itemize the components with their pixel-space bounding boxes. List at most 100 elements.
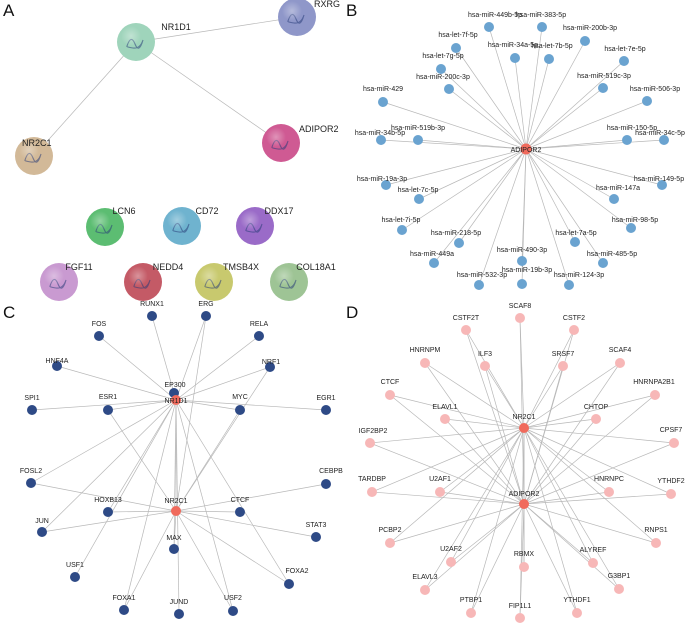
- rbp-node-ythdf2[interactable]: [666, 489, 676, 499]
- mirna-node-hsa-mir-19a-3p[interactable]: [381, 180, 391, 190]
- tf-node-spi1[interactable]: [27, 405, 37, 415]
- mirna-node-hsa-mir-449b-5p[interactable]: [484, 22, 494, 32]
- rbp-node-hnrnpc[interactable]: [604, 487, 614, 497]
- mirna-node-hsa-let-7c-5p[interactable]: [414, 194, 424, 204]
- tf-label-fos: FOS: [92, 321, 107, 328]
- tf-node-ctcf[interactable]: [235, 507, 245, 517]
- mirna-label-hsa-mir-34a-5p: hsa-miR-34a-5p: [488, 42, 538, 49]
- rbp-node-ctcf[interactable]: [385, 390, 395, 400]
- rbp-node-ptbp1[interactable]: [466, 608, 476, 618]
- tf-node-stat3[interactable]: [311, 532, 321, 542]
- hub-label-nr2c1: NR2C1: [165, 498, 188, 505]
- mirna-node-hsa-let-7e-5p[interactable]: [619, 56, 629, 66]
- mirna-node-hsa-mir-98-5p[interactable]: [626, 223, 636, 233]
- tf-node-foxa2[interactable]: [284, 579, 294, 589]
- rbp-node-pcbp2[interactable]: [385, 538, 395, 548]
- tf-node-myc[interactable]: [235, 405, 245, 415]
- rbp-node-cstf2[interactable]: [569, 325, 579, 335]
- mirna-node-hsa-mir-429[interactable]: [378, 97, 388, 107]
- rbp-node-u2af2[interactable]: [446, 557, 456, 567]
- tf-node-fosl2[interactable]: [26, 478, 36, 488]
- mirna-node-hsa-let-7a-5p[interactable]: [570, 237, 580, 247]
- mirna-node-hsa-mir-150-5p[interactable]: [622, 135, 632, 145]
- tf-node-esr1[interactable]: [103, 405, 113, 415]
- edge-nr1d1-fos: [98, 335, 177, 401]
- tf-label-erg: ERG: [198, 301, 213, 308]
- mirna-node-hsa-mir-147a[interactable]: [609, 194, 619, 204]
- tf-node-hnf4a[interactable]: [52, 361, 62, 371]
- tf-label-hoxb13: HOXB13: [94, 497, 122, 504]
- rbp-node-alyref[interactable]: [588, 558, 598, 568]
- hub-node-adipor2[interactable]: [520, 143, 532, 155]
- rbp-label-pcbp2: PCBP2: [379, 527, 402, 534]
- mirna-node-hsa-mir-485-5p[interactable]: [598, 258, 608, 268]
- tf-node-max[interactable]: [169, 544, 179, 554]
- mirna-node-hsa-mir-519c-3p[interactable]: [598, 83, 608, 93]
- mirna-node-hsa-mir-383-5p[interactable]: [537, 22, 547, 32]
- tf-node-runx1[interactable]: [147, 311, 157, 321]
- rbp-node-scaf8[interactable]: [515, 313, 525, 323]
- rbp-node-hnrnpa2b1[interactable]: [650, 390, 660, 400]
- mirna-node-hsa-mir-200c-3p[interactable]: [444, 84, 454, 94]
- rbp-node-srsf7[interactable]: [558, 361, 568, 371]
- rbp-node-scaf4[interactable]: [615, 358, 625, 368]
- mirna-node-hsa-let-7f-5p[interactable]: [451, 43, 461, 53]
- rbp-node-ythdf1[interactable]: [572, 608, 582, 618]
- tf-node-erg[interactable]: [201, 311, 211, 321]
- mirna-node-hsa-mir-490-3p[interactable]: [517, 256, 527, 266]
- mirna-node-hsa-let-7i-5p[interactable]: [397, 225, 407, 235]
- rbp-node-elavl3[interactable]: [420, 585, 430, 595]
- mirna-node-hsa-mir-506-3p[interactable]: [642, 96, 652, 106]
- tf-node-egr1[interactable]: [321, 405, 331, 415]
- mirna-node-hsa-mir-519b-3p[interactable]: [413, 135, 423, 145]
- hub-node-nr2c1[interactable]: [519, 423, 529, 433]
- rbp-node-cstf2t[interactable]: [461, 325, 471, 335]
- mirna-node-hsa-mir-34b-5p[interactable]: [376, 135, 386, 145]
- tf-node-jun[interactable]: [37, 527, 47, 537]
- rbp-node-ilf3[interactable]: [480, 361, 490, 371]
- mirna-node-hsa-mir-449a[interactable]: [429, 258, 439, 268]
- tf-node-fos[interactable]: [94, 331, 104, 341]
- edge-adipor2-cpsf7: [523, 442, 675, 505]
- mirna-node-hsa-mir-19b-3p[interactable]: [517, 279, 527, 289]
- mirna-node-hsa-mir-200b-3p[interactable]: [580, 36, 590, 46]
- rbp-node-fip1l1[interactable]: [515, 613, 525, 623]
- mirna-node-hsa-mir-34a-5p[interactable]: [510, 53, 520, 63]
- hub-node-nr2c1[interactable]: [171, 506, 181, 516]
- rbp-node-u2af1[interactable]: [435, 487, 445, 497]
- tf-node-usf2[interactable]: [228, 606, 238, 616]
- rbp-node-rbmx[interactable]: [519, 562, 529, 572]
- mirna-node-hsa-mir-124-3p[interactable]: [564, 280, 574, 290]
- mirna-label-hsa-mir-383-5p: hsa-miR-383-5p: [516, 12, 566, 19]
- mirna-node-hsa-mir-149-5p[interactable]: [657, 180, 667, 190]
- tf-node-rela[interactable]: [254, 331, 264, 341]
- mirna-node-hsa-let-7g-5p[interactable]: [436, 64, 446, 74]
- tf-node-jund[interactable]: [174, 609, 184, 619]
- mirna-node-hsa-mir-218-5p[interactable]: [454, 238, 464, 248]
- hub-node-adipor2[interactable]: [519, 499, 529, 509]
- hub-label-adipor2: ADIPOR2: [509, 491, 540, 498]
- hub-node-nr1d1[interactable]: [171, 395, 181, 405]
- tf-node-nrf1[interactable]: [265, 362, 275, 372]
- mirna-label-hsa-mir-19b-3p: hsa-miR-19b-3p: [502, 267, 552, 274]
- edge-nr1d1-foxa2: [175, 399, 290, 585]
- rbp-node-cpsf7[interactable]: [669, 438, 679, 448]
- mirna-node-hsa-let-7b-5p[interactable]: [544, 54, 554, 64]
- rbp-node-elavl1[interactable]: [440, 414, 450, 424]
- mirna-node-hsa-mir-532-3p[interactable]: [474, 280, 484, 290]
- rbp-node-rnps1[interactable]: [651, 538, 661, 548]
- rbp-node-igf2bp2[interactable]: [365, 438, 375, 448]
- tf-node-usf1[interactable]: [70, 572, 80, 582]
- edge-nr1d1-jun: [41, 399, 177, 533]
- rbp-node-tardbp[interactable]: [367, 487, 377, 497]
- mirna-node-hsa-mir-34c-5p[interactable]: [659, 135, 669, 145]
- rbp-node-hnrnpm[interactable]: [420, 358, 430, 368]
- edge-adipor2-u2af2: [450, 503, 525, 563]
- rbp-node-g3bp1[interactable]: [614, 584, 624, 594]
- tf-node-cebpb[interactable]: [321, 479, 331, 489]
- tf-node-foxa1[interactable]: [119, 605, 129, 615]
- tf-node-hoxb13[interactable]: [103, 507, 113, 517]
- edge-adipor2-u2af1: [439, 491, 525, 505]
- rbp-node-chtop[interactable]: [591, 414, 601, 424]
